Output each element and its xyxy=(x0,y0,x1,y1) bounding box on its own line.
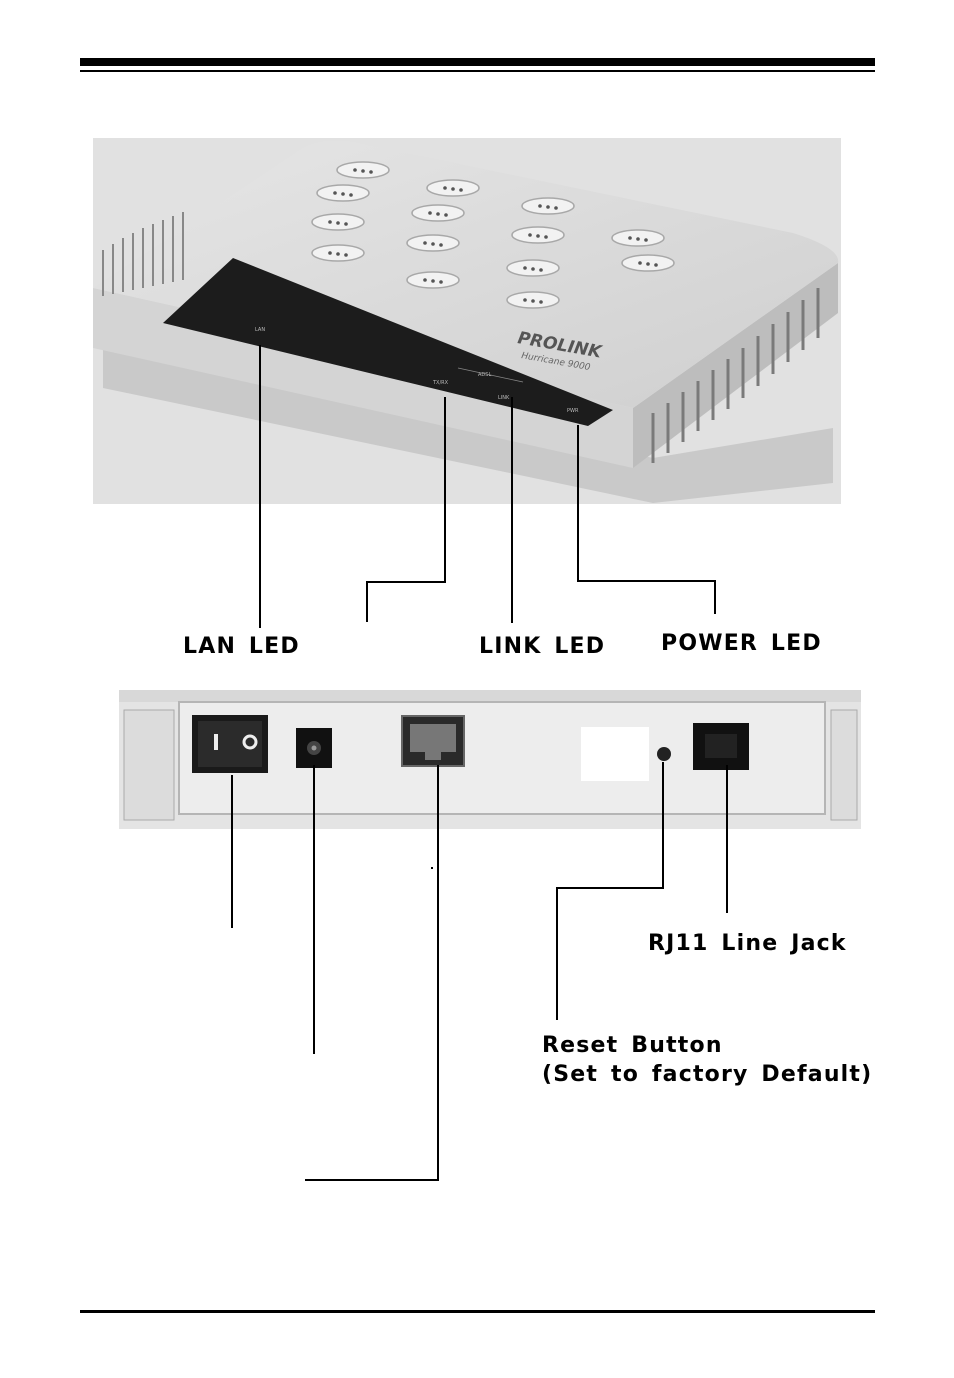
power-led-label: POWER LED xyxy=(661,631,822,656)
reset-button-label: Reset Button (Set to factory Default) xyxy=(542,1031,872,1089)
reset-button-label-line1: Reset Button xyxy=(542,1033,723,1058)
label-sticker xyxy=(581,727,649,781)
led-txrx-caption: TX/RX xyxy=(432,380,449,386)
led-panel xyxy=(163,258,613,426)
top-rule-thin xyxy=(80,70,875,72)
modem-front-photo: PROLINK Hurricane 9000 LAN ADSL TX/RX LI… xyxy=(93,138,841,504)
modem-rear-photo xyxy=(119,690,861,829)
led-pwr-caption: PWR xyxy=(567,408,579,414)
led-link-caption: LINK xyxy=(498,395,510,401)
top-rule-thick xyxy=(80,58,875,66)
bottom-rule xyxy=(80,1310,875,1313)
reset-button-label-line2: (Set to factory Default) xyxy=(542,1062,873,1087)
led-lan-caption: LAN xyxy=(255,327,265,333)
rj11-line-jack-label: RJ11 Line Jack xyxy=(648,931,847,956)
lan-led-label: LAN LED xyxy=(183,634,300,659)
link-led-label: LINK LED xyxy=(479,634,606,659)
led-adsl-caption: ADSL xyxy=(478,372,491,378)
reset-button-hole xyxy=(657,747,671,761)
